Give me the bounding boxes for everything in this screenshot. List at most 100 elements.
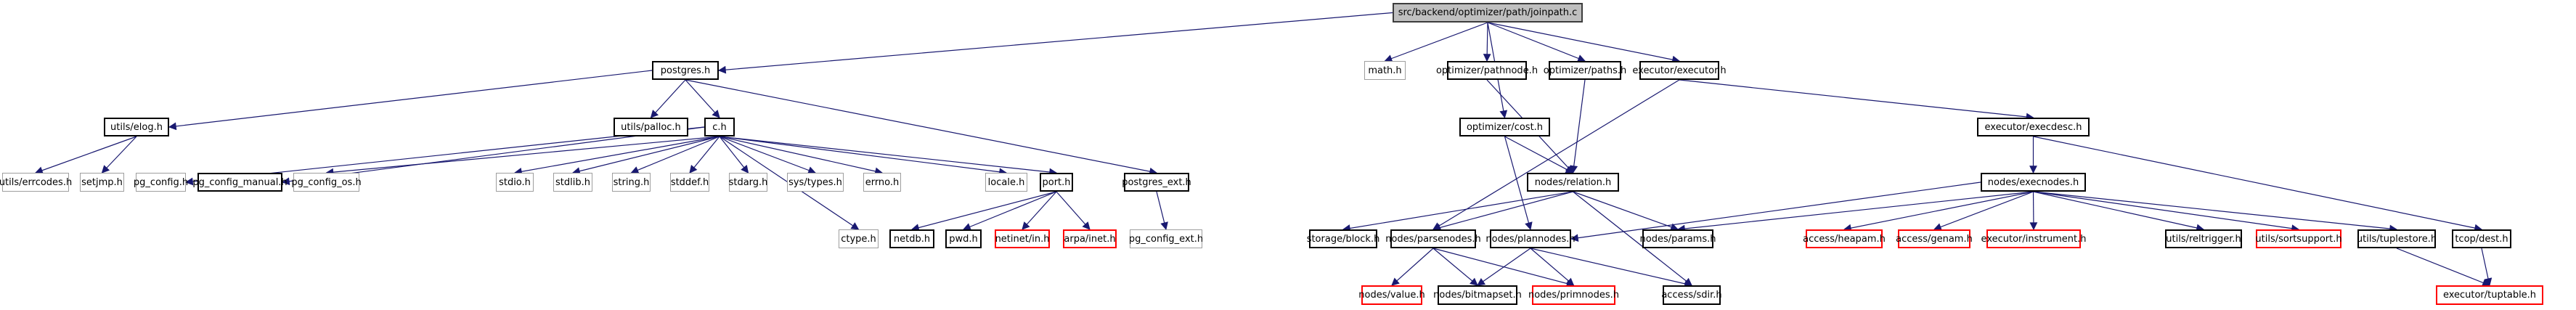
graph-node-paths-h[interactable]: optimizer/paths.h [1544,61,1626,80]
graph-node-setjmp-h: setjmp.h [80,173,124,192]
graph-node-relation-h[interactable]: nodes/relation.h [1527,173,1619,192]
graph-node-pwd-h[interactable]: pwd.h [945,229,982,248]
include-edge [685,79,720,118]
include-edge [1487,22,1681,64]
include-edge [1530,248,1693,288]
include-edge [1570,181,1981,242]
include-edge [1570,79,1586,174]
graph-node-params-h[interactable]: nodes/params.h [1640,229,1716,248]
include-edge [571,136,720,175]
graph-node-postgres-h[interactable]: postgres.h [652,61,719,80]
include-edge [630,136,720,174]
include-edge [1573,191,1692,286]
graph-node-value-h[interactable]: nodes/value.h [1358,285,1425,305]
include-edge [325,136,720,176]
graph-node-pg-config-ext-h: pg_config_ext.h [1129,229,1203,248]
include-edge [1504,136,1574,174]
include-edge [719,136,1058,176]
graph-node-joinpath-c: src/backend/optimizer/path/joinpath.c [1393,3,1583,23]
graph-node-reltrigger-h[interactable]: utils/reltrigger.h [2165,229,2242,248]
include-edge [2033,136,2483,232]
include-edge [962,191,1057,231]
include-edge [910,191,1057,232]
include-edge [1504,136,1533,231]
graph-node-tuplestore-h[interactable]: utils/tuplestore.h [2357,229,2437,248]
include-edge [1156,191,1168,231]
graph-node-stdarg-h: stdarg.h [729,173,767,192]
graph-node-execnodes-h[interactable]: nodes/execnodes.h [1981,173,2086,192]
graph-node-elog-h[interactable]: utils/elog.h [104,118,169,136]
include-edge [719,136,1008,176]
graph-node-plannodes-h[interactable]: nodes/plannodes.h [1485,229,1576,248]
graph-node-netdb-h[interactable]: netdb.h [889,229,934,248]
graph-node-instrument-h[interactable]: executor/instrument.h [1981,229,2086,248]
include-edge [719,136,884,176]
include-edge [2033,191,2300,232]
graph-node-stdio-h: stdio.h [496,173,534,192]
include-edge [650,79,686,118]
graph-node-sortsupport-h[interactable]: utils/sortsupport.h [2255,229,2342,248]
include-edge [1483,22,1491,62]
graph-node-stddef-h: stddef.h [670,173,709,192]
include-edge [513,136,720,176]
include-edge [1477,248,1531,286]
graph-node-cost-h[interactable]: optimizer/cost.h [1459,118,1550,136]
include-edge [1384,22,1488,62]
include-edge [2033,191,2398,233]
graph-node-math-h: math.h [1364,61,1406,80]
graph-node-pathnode-h[interactable]: optimizer/pathnode.h [1436,61,1538,80]
include-edge [2033,191,2205,232]
include-edge [1432,79,1680,230]
graph-node-executor-h[interactable]: executor/executor.h [1632,61,1727,80]
include-edge [1530,248,1575,286]
include-edge [34,136,137,174]
include-edge [1391,248,1434,286]
graph-node-arpa-inet-h[interactable]: arpa/inet.h [1063,229,1117,248]
graph-node-postgres-ext-h[interactable]: postgres_ext.h [1122,173,1191,192]
graph-node-pg-config-manual-h[interactable]: pg_config_manual.h [192,173,288,192]
include-edge [1933,191,2034,231]
graph-node-execdesc-h[interactable]: executor/execdesc.h [1977,118,2090,136]
include-edge [2481,248,2493,287]
include-edge [1432,248,1478,286]
graph-node-c-h[interactable]: c.h [704,118,735,136]
graph-node-port-h[interactable]: port.h [1040,173,1073,192]
include-edge [719,136,749,174]
graph-node-ctype-h: ctype.h [839,229,879,248]
graph-node-errcodes-h: utils/errcodes.h [0,173,72,192]
include-edge [168,70,653,131]
include-edge [1676,191,2034,233]
include-edge [1573,191,1679,231]
include-edge [1022,191,1057,230]
include-edge [2396,248,2491,287]
include-edge [1487,22,1586,62]
graph-node-pg-config-os-h: pg_config_os.h [291,173,362,192]
graph-node-storage-block-h[interactable]: storage/block.h [1307,229,1379,248]
include-edge [719,136,817,174]
include-edge [1432,191,1573,232]
graph-node-genam-h[interactable]: access/genam.h [1896,229,1973,248]
include-edge [1342,191,1573,232]
graph-node-primnodes-h[interactable]: nodes/primnodes.h [1528,285,1619,305]
graph-node-string-h: string.h [612,173,651,192]
include-edge [685,79,1158,176]
graph-node-stdlib-h: stdlib.h [553,173,592,192]
include-edge [717,12,1393,74]
graph-node-tuptable-h[interactable]: executor/tuptable.h [2436,285,2543,305]
include-edge [1679,79,2034,121]
include-edge [1056,191,1091,230]
include-edge [689,136,720,174]
include-edge [1843,191,2034,232]
graph-node-errno-h: errno.h [863,173,901,192]
graph-node-netinet-in-h[interactable]: netinet/in.h [995,229,1050,248]
graph-node-locale-h: locale.h [985,173,1027,192]
graph-node-bitmapset-h[interactable]: nodes/bitmapset.h [1433,285,1522,305]
graph-node-heapam-h[interactable]: access/heapam.h [1803,229,1886,248]
graph-node-parsenodes-h[interactable]: nodes/parsenodes.h [1385,229,1481,248]
graph-node-palloc-h[interactable]: utils/palloc.h [614,118,688,136]
graph-node-sdir-h[interactable]: access/sdir.h [1661,285,1722,305]
include-edge [101,136,137,174]
graph-node-tcop-dest-h[interactable]: tcop/dest.h [2452,229,2511,248]
